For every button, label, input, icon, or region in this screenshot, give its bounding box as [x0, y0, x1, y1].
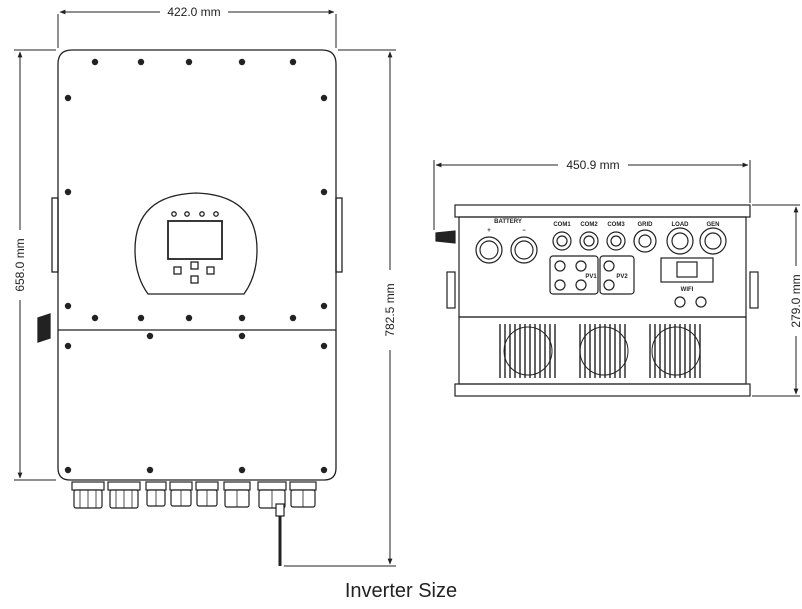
bottom-view [435, 204, 759, 397]
dim-bottom-width [433, 160, 751, 230]
dim-bottom-depth-label: 279.0 mm [789, 274, 802, 327]
dim-front-width-label: 422.0 mm [167, 5, 220, 19]
led-indicator [184, 211, 190, 217]
dim-front-width [57, 9, 337, 48]
pv2-connector-box [599, 255, 635, 295]
fan-guards [503, 326, 701, 376]
label-wifi: WIFI [681, 287, 694, 293]
figure-caption: Inverter Size [344, 580, 458, 602]
dim-bottom-width-label: 450.9 mm [566, 158, 619, 172]
dim-front-height [14, 49, 56, 481]
panel-button [190, 261, 199, 270]
label-pv2: PV2 [616, 274, 628, 280]
front-body-outline [57, 49, 337, 481]
gland-ribs [79, 490, 304, 508]
label-minus: − [522, 228, 526, 234]
led-indicator [171, 211, 177, 217]
battery-minus-port [510, 236, 538, 264]
dim-front-height-label: 658.0 mm [13, 238, 27, 291]
display-panel-outline [134, 192, 258, 295]
led-indicator [213, 211, 219, 217]
label-load: LOAD [672, 222, 690, 228]
label-pv1: PV1 [585, 274, 597, 280]
heatsink-fins [499, 324, 701, 378]
com2-port [579, 231, 599, 251]
label-grid: GRID [638, 222, 654, 228]
pv1-connector-box [549, 255, 599, 295]
wifi-port [660, 257, 714, 283]
bottom-right-handle [749, 271, 759, 309]
panel-button [206, 266, 215, 275]
label-gen: GEN [706, 222, 719, 228]
grid-port [633, 229, 657, 253]
battery-plus-port [475, 236, 503, 264]
cable-glands [71, 481, 317, 517]
load-port [666, 227, 694, 255]
panel-button [173, 266, 182, 275]
label-com3: COM3 [607, 222, 625, 228]
right-side-handle [335, 197, 343, 273]
dim-overall-height-label: 782.5 mm [383, 283, 397, 336]
label-com2: COM2 [580, 222, 598, 228]
lcd-screen [167, 220, 223, 260]
panel-button [190, 275, 199, 284]
label-battery: BATTERY [494, 219, 522, 225]
front-screws [64, 58, 328, 474]
bottom-top-rail [454, 204, 751, 218]
front-view [37, 49, 343, 481]
bottom-left-handle [446, 271, 456, 309]
com1-port [552, 231, 572, 251]
label-com1: COM1 [553, 222, 571, 228]
bottom-base [454, 383, 751, 397]
led-indicator [199, 211, 205, 217]
dim-bottom-depth [752, 204, 800, 397]
com3-port [606, 231, 626, 251]
dc-switch [37, 313, 51, 343]
left-side-handle [51, 197, 59, 273]
bottom-dc-switch [435, 230, 456, 244]
label-plus: + [487, 228, 491, 234]
dim-overall-height [284, 49, 396, 567]
gen-port [699, 227, 727, 255]
